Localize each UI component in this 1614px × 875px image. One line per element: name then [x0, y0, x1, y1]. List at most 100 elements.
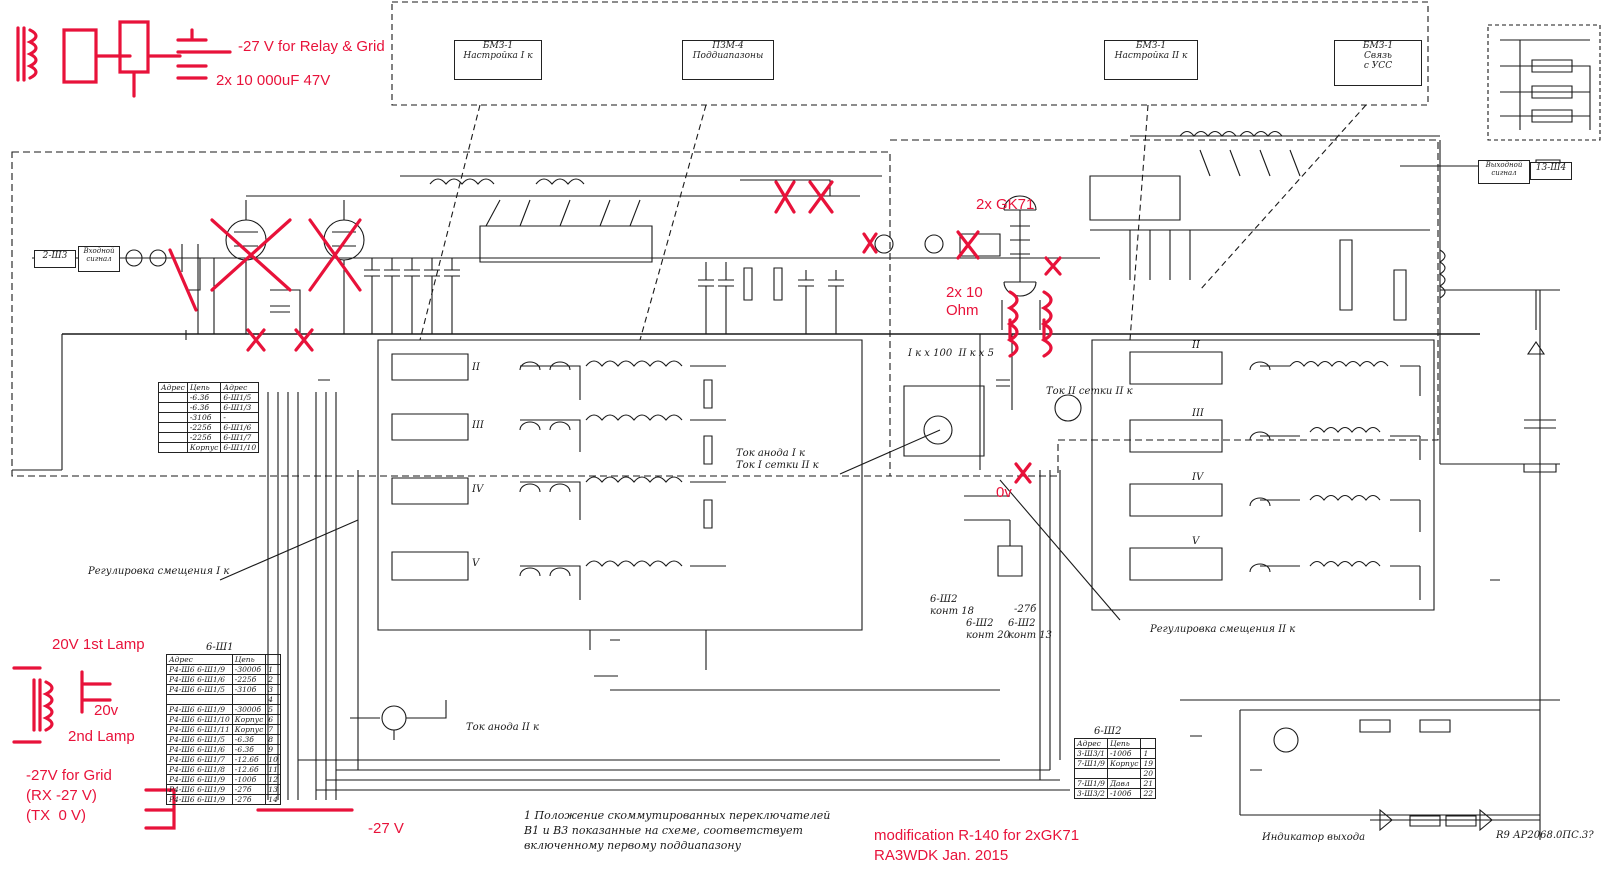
unit-box-1-name: Настройка I к — [463, 51, 533, 61]
table-cell: -225б — [186, 432, 222, 443]
band1-resistors — [703, 379, 713, 529]
relay-p1 — [997, 545, 1023, 577]
table-cell: Р4-Ш6 6-Ш1/11 — [166, 724, 233, 735]
input-signal-box: Входной сигнал — [78, 246, 120, 272]
unit-box-1-code: БМЗ-1 — [482, 41, 514, 51]
meter-ip1-leads — [350, 700, 447, 740]
lamp-mains — [12, 666, 42, 744]
cap-c40 — [1524, 419, 1556, 429]
band1-contact-row-iii — [391, 413, 469, 441]
band2-v-label: V — [1192, 536, 1200, 547]
control-link-1 — [419, 104, 481, 341]
unit-box-2-code: ПЗМ-4 — [712, 41, 744, 51]
bias-2-label: Регулировка смещения II к — [1150, 624, 1296, 635]
table-cell: 6-Ш1/3 — [220, 402, 260, 413]
table-cell: 6-Ш1/5 — [220, 392, 260, 403]
table-cell: 3-Ш3/1 — [1074, 748, 1108, 759]
footnote: 1 Положение скоммутированных переключате… — [524, 809, 831, 852]
added-choke-leads — [1008, 318, 1046, 342]
cap-c15 — [718, 262, 734, 334]
table-cell: -6.3б — [186, 392, 222, 403]
resistor-r11 — [773, 267, 783, 301]
rf-choke-dr3 — [1438, 249, 1446, 299]
indicator-resistors-upper — [1359, 719, 1451, 733]
contact-13-label: 6-Ш2 конт 13 — [1008, 618, 1052, 641]
table-cell: -100б — [1106, 748, 1142, 759]
cap-c16 — [798, 270, 814, 334]
table-cell: 3 — [265, 684, 281, 695]
cap-c9 — [384, 258, 400, 334]
cap-c8 — [364, 258, 380, 334]
transformer-core-bottom — [32, 678, 42, 732]
resistor-r9 — [959, 233, 1001, 257]
bandswitch-2-frame — [1091, 339, 1435, 611]
table-header-cell: Адрес — [166, 654, 233, 665]
coil-l1-v — [585, 560, 683, 567]
input-tap — [186, 258, 201, 291]
table-cell: 14 — [265, 794, 281, 805]
unit-box-2: ПЗМ-4 Поддиапазоны — [682, 40, 774, 80]
transformer-winding-bottom — [42, 680, 54, 732]
control-link-2 — [639, 104, 707, 341]
output-right-rail — [1440, 289, 1560, 840]
resistors-note: 2x 10 Ohm — [946, 284, 983, 319]
relay-grid-supply-note: -27 V for Relay & Grid — [238, 38, 385, 55]
input-connector-box: 2-Ш3 — [34, 250, 76, 268]
cathode-capacitor — [270, 305, 290, 313]
band1-output-leads — [690, 365, 726, 567]
tube-l2-electrodes — [332, 200, 356, 247]
table-cell — [1106, 768, 1142, 779]
output-network-boundary — [1487, 24, 1601, 141]
table-cell — [166, 694, 233, 705]
unit-box-3-name: Настройка II к — [1114, 51, 1188, 61]
table-cell: -3000б — [231, 704, 267, 715]
remove-mark-r1 — [168, 248, 198, 312]
table-cell: 11 — [265, 764, 281, 775]
switch-b3-body — [1089, 175, 1181, 221]
table-header-row: Адрес Цепь — [166, 654, 281, 665]
ground-symbols — [318, 379, 1500, 771]
cap-c10 — [404, 258, 420, 334]
table-cell: -12.6б — [231, 754, 267, 765]
unit-box-3: БМЗ-1 Настройка II к — [1104, 40, 1198, 80]
remove-mark-r5 — [774, 180, 796, 214]
table-cell: 10 — [265, 754, 281, 765]
input-coupler-2 — [149, 249, 167, 267]
coil-l1-iii — [585, 414, 683, 421]
cap-c26-c29 — [1129, 230, 1191, 280]
table-cell: 4 — [265, 694, 281, 705]
coil-l2-iii — [1309, 426, 1381, 433]
band1-contact-row-ii — [391, 353, 469, 381]
tube-l3-leads — [1001, 300, 1041, 330]
resistor-r24-r25 — [1339, 239, 1407, 321]
table-cell: -6.3б — [186, 402, 222, 413]
table-cell: 20 — [1140, 768, 1156, 779]
table-cell: -6.3б — [231, 734, 267, 745]
r5-r6-network — [740, 179, 831, 196]
transformer-core-top — [16, 26, 26, 82]
outer-chassis-top-boundary — [391, 1, 1429, 106]
stage-1-chassis-boundary — [11, 151, 891, 477]
coil-l2-iv — [1309, 494, 1381, 501]
output-signal-label: Выходной сигнал — [1485, 161, 1523, 177]
harness-right-wires — [1039, 470, 1061, 780]
band1-v-label: V — [472, 558, 480, 569]
table-cell: Корпус — [186, 442, 222, 453]
table-cell — [158, 392, 188, 403]
band1-contact-row-iv — [391, 477, 469, 505]
grid-supply-bracket — [144, 788, 354, 830]
table-cell — [158, 432, 188, 443]
table-cell: 2 — [265, 674, 281, 685]
table-row: 20 — [1074, 768, 1156, 779]
band1-iii-label: III — [472, 420, 484, 431]
bottom-tie-wires — [589, 630, 1000, 691]
input-coupler-f3 — [924, 234, 944, 254]
ground-bus-left-drop — [12, 334, 63, 471]
output-network-resistors — [1531, 59, 1573, 123]
